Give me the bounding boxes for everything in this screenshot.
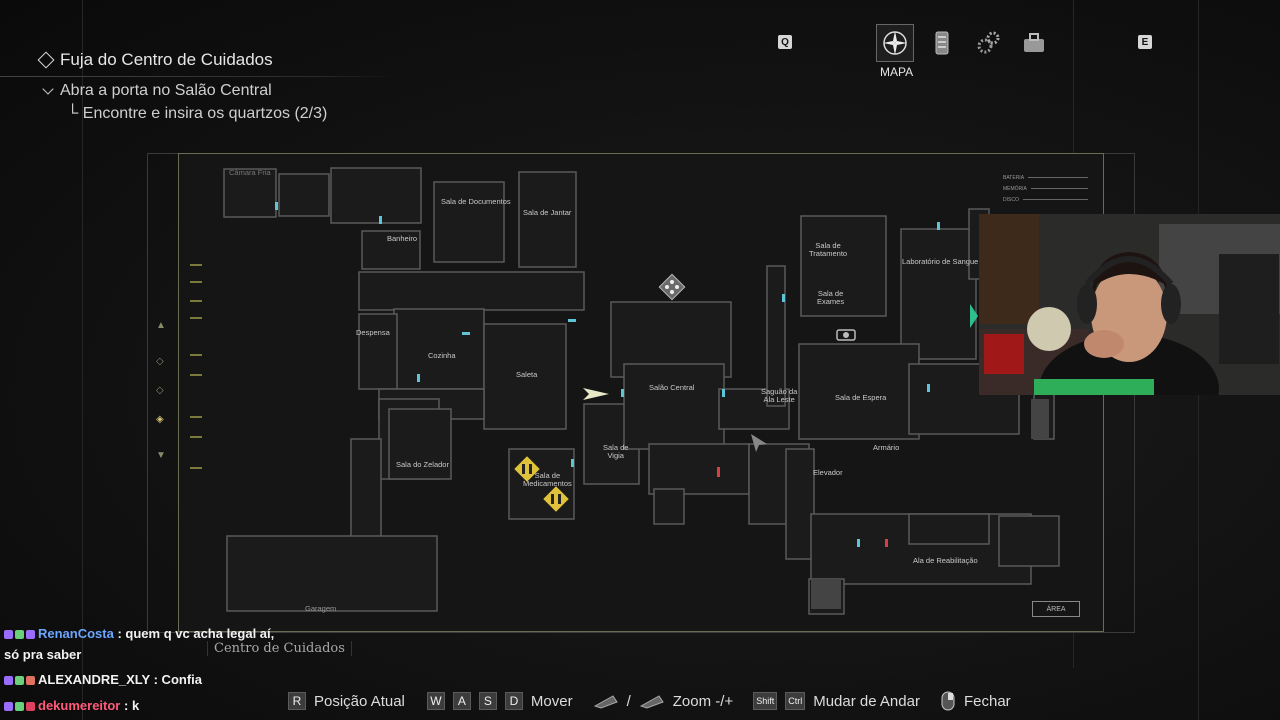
floor-marker-icon[interactable]: ◇ — [156, 356, 164, 367]
user-badges — [4, 630, 35, 640]
hint-position: Posição Atual — [314, 692, 405, 710]
files-icon — [935, 31, 949, 55]
floor-down-icon[interactable]: ▼ — [156, 450, 166, 461]
tab-upgrades[interactable] — [970, 25, 1006, 61]
chat-username[interactable]: ALEXANDRE_XLY — [38, 672, 150, 687]
legend-row: BATERIA — [1003, 172, 1088, 183]
objective-step: Abra a porta no Salão Central — [42, 82, 272, 100]
room-label: Garagem — [305, 604, 337, 613]
tab-map[interactable] — [876, 24, 914, 62]
quartz-lock-icon[interactable] — [657, 272, 687, 302]
chat-username[interactable]: dekumereitor — [38, 698, 121, 713]
tab-files[interactable] — [924, 25, 960, 61]
key-w[interactable]: W — [426, 692, 445, 710]
chat-username[interactable]: RenanCosta — [38, 626, 114, 641]
room-label: Sala do Zelador — [396, 460, 449, 469]
webcam-overlay — [979, 214, 1280, 395]
mouse-wheel-up-icon — [639, 695, 664, 709]
map-legend: BATERIA MEMÓRIA DISCO — [1003, 172, 1088, 205]
chat-text: : k — [124, 698, 140, 713]
room-label: Saleta — [516, 370, 538, 379]
hint-move: Mover — [530, 692, 573, 710]
chat-text: : Confia — [153, 672, 202, 687]
streamer-image — [979, 214, 1280, 395]
chat-message: RenanCosta : quem q vc acha legal aí, — [4, 626, 274, 641]
legend-row: DISCO — [1003, 194, 1088, 205]
room-label: Ala de Reabilitação — [913, 556, 978, 565]
room-label: Sala de Jantar — [523, 208, 572, 217]
current-floor-icon[interactable]: ◈ — [156, 414, 164, 425]
objective-diamond-icon — [37, 51, 55, 69]
floor-marker-icon[interactable]: ◇ — [156, 385, 164, 396]
objective-title: Fuja do Centro de Cuidados — [37, 50, 273, 70]
briefcase-icon — [1024, 33, 1044, 52]
legend-row: MEMÓRIA — [1003, 183, 1088, 194]
compass-icon — [883, 31, 907, 55]
mouse-wheel-down-icon — [593, 695, 618, 709]
key-d[interactable]: D — [504, 692, 523, 710]
area-name: Centro de Cuidados — [207, 641, 352, 656]
room-label: Banheiro — [387, 234, 418, 243]
item-marker-icon[interactable] — [512, 454, 542, 484]
key-ctrl[interactable]: Ctrl — [785, 692, 806, 710]
key-a[interactable]: A — [452, 692, 471, 710]
hint-floor: Mudar de Andar — [813, 692, 920, 710]
room-label: Saguão da Ala Leste — [761, 387, 798, 404]
chat-text: : quem q vc acha legal aí, — [117, 626, 275, 641]
room-label: Salão Central — [649, 383, 695, 392]
chevron-down-icon — [42, 83, 54, 95]
objective-substep: └ Encontre e insira os quartzos (2/3) — [67, 105, 328, 122]
mouse-right-click-icon — [941, 691, 955, 711]
gears-icon — [977, 31, 1000, 54]
map-geometry — [190, 167, 1060, 615]
room-label: Laboratório de Sangue — [902, 257, 979, 266]
room-label: Despensa — [356, 328, 390, 337]
chat-message: ALEXANDRE_XLY : Confia — [4, 672, 202, 687]
hint-zoom: Zoom -/+ — [672, 692, 734, 710]
room-label: Cozinha — [428, 351, 456, 360]
room-label: Sala de Espera — [835, 393, 887, 402]
save-point-icon[interactable] — [956, 302, 980, 330]
bg-line — [82, 0, 83, 720]
map-view[interactable]: Câmara Fria Sala de Documentos Sala de J… — [178, 153, 1104, 632]
key-r[interactable]: R — [288, 692, 306, 710]
divider — [0, 76, 395, 77]
tab-map-label: MAPA — [880, 65, 914, 79]
floor-up-icon[interactable]: ▲ — [156, 320, 166, 331]
next-tab-key[interactable]: E — [1138, 35, 1152, 49]
room-label: Sala de Exames — [817, 289, 845, 306]
user-badges — [4, 676, 35, 686]
key-shift[interactable]: Shift — [753, 692, 778, 710]
typewriter-icon[interactable] — [835, 326, 857, 342]
chat-message: dekumereitor : k — [4, 698, 139, 713]
user-badges — [4, 702, 35, 712]
prev-tab-key[interactable]: Q — [778, 35, 792, 49]
room-label: Sala de Tratamento — [809, 241, 848, 258]
area-button[interactable]: ÁREA — [1032, 601, 1080, 617]
player-position-icon — [583, 388, 609, 400]
room-label: Armário — [873, 443, 900, 452]
tab-inventory[interactable] — [1016, 25, 1052, 61]
control-hints: R Posição Atual W A S D Mover / Zoom -/+… — [288, 690, 1011, 712]
room-label: Sala de Medicamentos — [523, 471, 572, 488]
room-label: Câmara Fria — [229, 168, 271, 177]
hint-zoom-sep: / — [626, 692, 631, 710]
room-label: Sala de Documentos — [441, 197, 511, 206]
item-marker-icon[interactable] — [541, 484, 571, 514]
room-label: Elevador — [813, 468, 843, 477]
room-label: Sala de Vigia — [603, 443, 629, 460]
key-s[interactable]: S — [478, 692, 497, 710]
hint-close: Fechar — [963, 692, 1011, 710]
chat-message-cont: só pra saber — [4, 647, 82, 662]
cursor-icon — [751, 434, 767, 452]
